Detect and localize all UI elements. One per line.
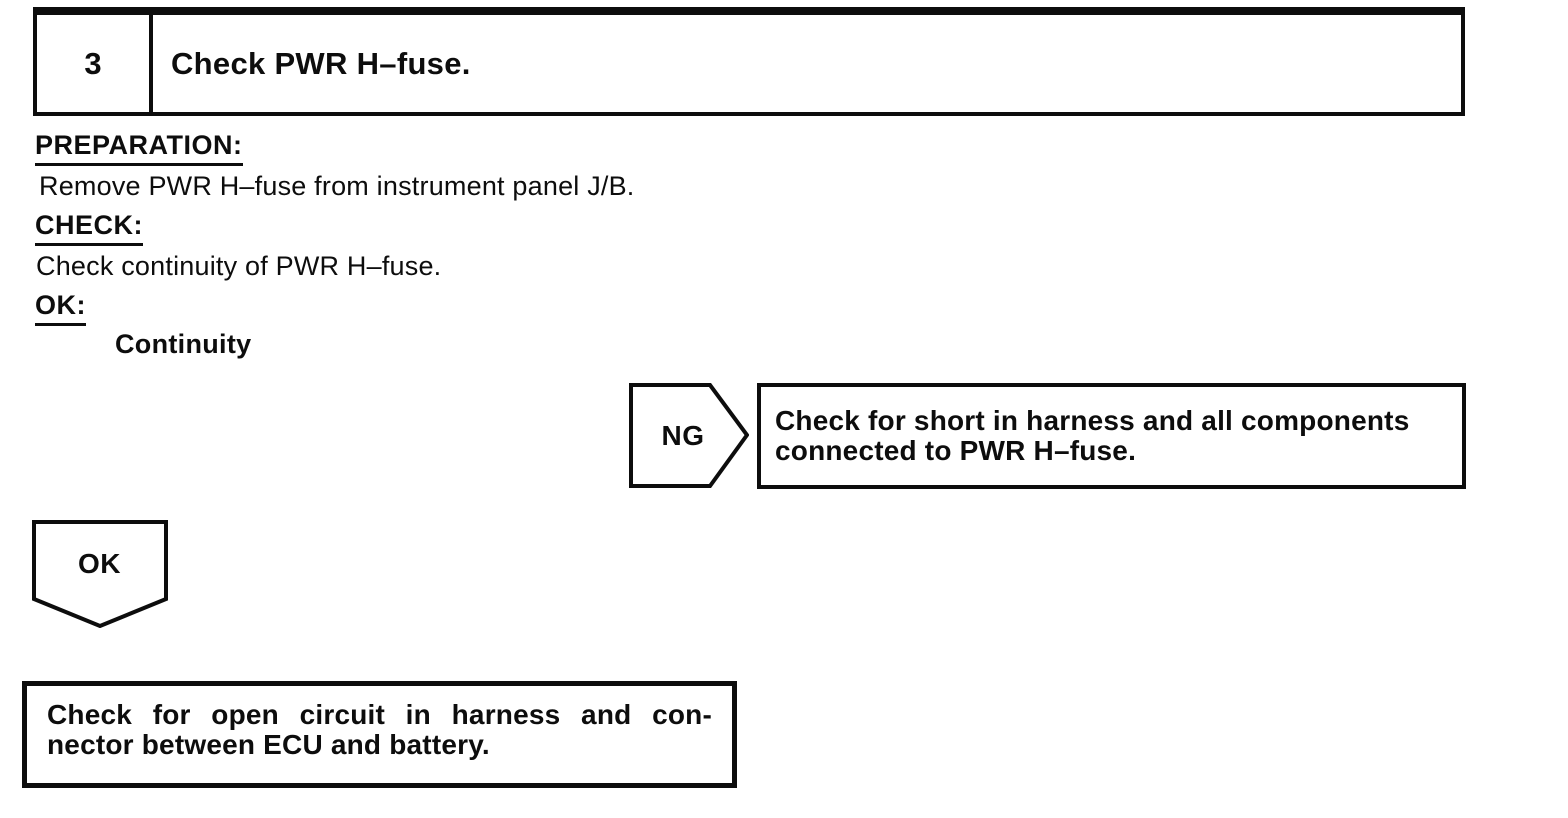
preparation-section: PREPARATION: [35,130,243,166]
ok-action-line2: nector between ECU and battery. [47,729,490,760]
ok-label: OK: [35,290,86,326]
check-section: CHECK: [35,210,143,246]
step-title: Check PWR H–fuse. [171,45,471,81]
step-header-box: 3 Check PWR H–fuse. [33,7,1465,116]
ok-spec-value: Continuity [115,329,252,359]
ng-arrow-right-icon [629,383,749,488]
ng-action-box: Check for short in harness and all compo… [757,383,1466,489]
ng-connector-label: NG [661,419,705,451]
ok-connector: OK [32,520,168,628]
ng-connector: NG [629,383,749,488]
step-number: 3 [37,15,153,112]
ok-action-box: Check for open circuit in harness and co… [22,681,737,788]
ng-action-line2: connected to PWR H–fuse. [775,435,1137,466]
ok-action-line1: Check for open circuit in harness and co… [47,699,712,730]
ng-action-line1: Check for short in harness and all compo… [775,405,1410,436]
ok-connector-label: OK [78,548,121,579]
preparation-label: PREPARATION: [35,130,243,166]
ok-arrow-down-icon [32,520,168,628]
check-body: Check continuity of PWR H–fuse. [36,251,442,281]
check-label: CHECK: [35,210,143,246]
ok-section: OK: [35,290,86,326]
preparation-body: Remove PWR H–fuse from instrument panel … [39,171,635,201]
